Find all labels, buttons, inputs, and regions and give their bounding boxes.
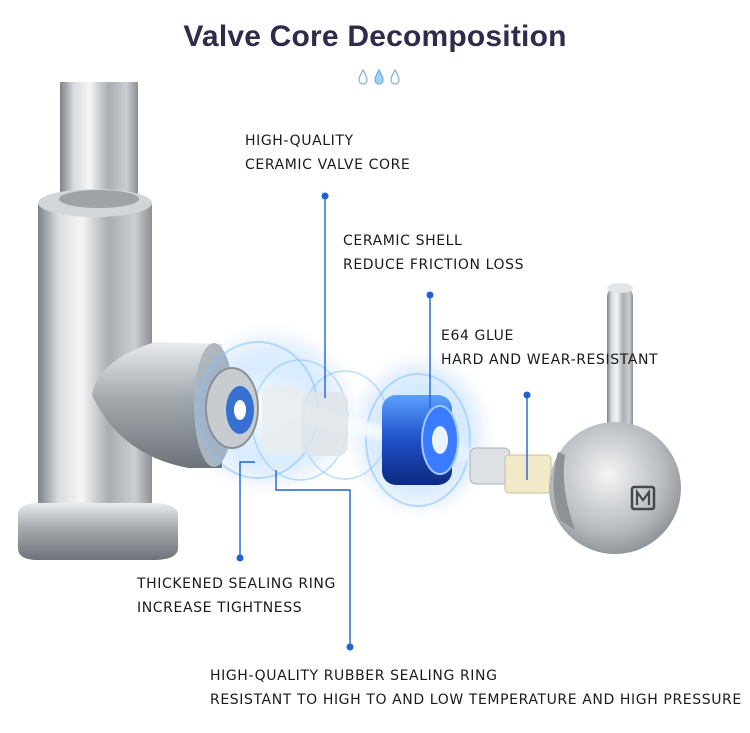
callout-ceramic-shell: CERAMIC SHELL REDUCE FRICTION LOSS	[343, 229, 524, 277]
handle-knob	[549, 422, 681, 554]
callout-line: CERAMIC SHELL	[343, 233, 463, 249]
callout-ceramic-valve-core: HIGH-QUALITY CERAMIC VALVE CORE	[245, 129, 410, 177]
handle-lever	[607, 286, 633, 436]
callout-e64-glue: E64 GLUE HARD AND WEAR-RESISTANT	[441, 324, 658, 372]
callout-line: HIGH-QUALITY	[245, 133, 354, 149]
water-drop-icon	[390, 68, 400, 85]
brand-logo-icon	[630, 485, 656, 511]
callout-line: RESISTANT TO HIGH TO AND LOW TEMPERATURE…	[210, 692, 742, 708]
callout-line: REDUCE FRICTION LOSS	[343, 257, 525, 273]
callout-line: CERAMIC VALVE CORE	[245, 157, 411, 173]
leader-lines	[239, 196, 528, 645]
ceramic-disc	[504, 454, 552, 494]
leader-dots	[236, 192, 531, 651]
water-drop-icon	[374, 68, 384, 85]
valve-housing	[92, 342, 222, 468]
water-drop-icon	[358, 68, 368, 85]
faucet-base	[18, 503, 178, 560]
callout-line: E64 GLUE	[441, 328, 514, 344]
callout-rubber-sealing-ring: HIGH-QUALITY RUBBER SEALING RING RESISTA…	[210, 664, 742, 712]
spout-pipe	[60, 82, 138, 202]
callout-line: HIGH-QUALITY RUBBER SEALING RING	[210, 668, 498, 684]
ceramic-core-part	[262, 385, 306, 455]
callout-line: INCREASE TIGHTNESS	[137, 600, 303, 616]
callout-thickened-sealing-ring: THICKENED SEALING RING INCREASE TIGHTNES…	[137, 572, 336, 620]
faucet-body	[38, 190, 152, 505]
water-drops	[358, 68, 400, 85]
callout-line: HARD AND WEAR-RESISTANT	[441, 352, 659, 368]
ceramic-shell-part	[302, 392, 348, 456]
page-title: Valve Core Decomposition	[183, 20, 567, 53]
callout-line: THICKENED SEALING RING	[137, 576, 336, 592]
